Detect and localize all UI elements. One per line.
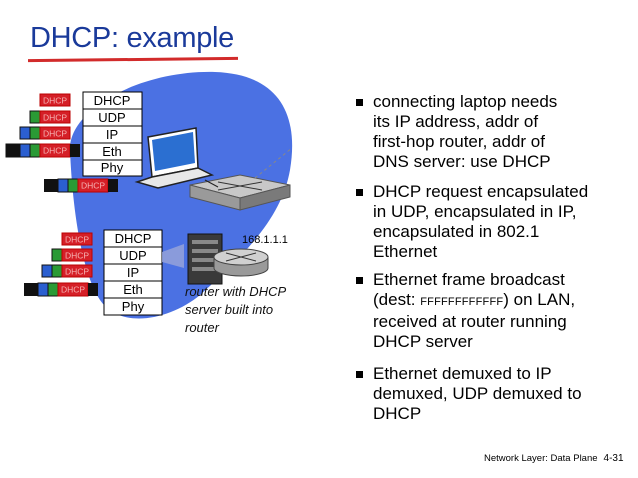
packet-udp-header [29, 126, 41, 140]
packet-ip-header [19, 143, 31, 158]
wire-packet-udp-header [67, 178, 79, 193]
laptop-link [204, 179, 219, 188]
packet-eth-header [24, 283, 38, 296]
packet-label: DHCP [43, 113, 67, 123]
stack-bottom-layer-ip: IP [127, 265, 139, 280]
packet-dhcp [39, 110, 71, 124]
bullet-marker [356, 371, 363, 378]
router-ip-label: 168.1.1.1 [242, 234, 288, 246]
top-packets: DHCP DHCP DHCP DHCP DHCP [5, 93, 118, 193]
bullet-1-line-1: connecting laptop needs [373, 92, 558, 111]
stack-top-layer-eth: Eth [102, 144, 122, 159]
stack-bottom-layer-dhcp: DHCP [115, 231, 152, 246]
page-number: 4-31 [603, 453, 624, 464]
bullet-3-line-4: DHCP server [373, 332, 473, 351]
packet-dhcp [61, 264, 93, 278]
slide-title: DHCP: example [30, 22, 234, 54]
packet-dhcp [61, 248, 93, 262]
packet-dhcp [39, 93, 71, 107]
bullet-4-line-3: DHCP [373, 404, 422, 423]
packet-udp-header [51, 248, 63, 262]
packet-label: DHCP [43, 146, 67, 156]
bullet-marker [356, 189, 363, 196]
packet-ip-header [37, 282, 49, 297]
packet-eth-trailer [88, 283, 98, 296]
packet-label: DHCP [65, 235, 89, 245]
router-switch-icon [189, 174, 291, 211]
router-icon [213, 248, 269, 277]
stack-top-layer-ip: IP [106, 127, 118, 142]
wire-packet-ip-header [57, 178, 69, 193]
bullet-1-line-2: its IP address, addr of [373, 112, 539, 131]
dashed-link [254, 147, 293, 179]
bullet-3-dest-prefix: (dest: [373, 290, 421, 309]
packet-dhcp [39, 126, 71, 140]
bullet-marker [356, 99, 363, 106]
router-caption-line-3: router [185, 320, 220, 335]
laptop-icon [134, 127, 215, 189]
packet-eth-trailer [70, 144, 80, 157]
stack-top-layer-udp: UDP [98, 110, 125, 125]
bullet-4-line-1: Ethernet demuxed to IP [373, 364, 552, 383]
packet-label: DHCP [43, 96, 67, 106]
packet-ip-header [41, 264, 53, 278]
stack-bottom-layer-phy: Phy [122, 299, 145, 314]
packet-eth-header [5, 143, 21, 158]
bullet-1-line-4: DNS server: use DHCP [373, 152, 551, 171]
router-caption: router with DHCP server built into route… [185, 284, 286, 335]
footer-label: Network Layer: Data Plane [484, 453, 598, 464]
packet-udp-header [29, 143, 41, 158]
bullet-2-line-2: in UDP, encapsulated in IP, [373, 202, 577, 221]
stack-top-layer-phy: Phy [101, 160, 124, 175]
bottom-packets: DHCP DHCP DHCP DHCP [24, 232, 98, 297]
packet-label: DHCP [81, 181, 105, 191]
bullet-4-line-2: demuxed, UDP demuxed to [373, 384, 582, 403]
bullet-2-line-4: Ethernet [373, 242, 438, 261]
packet-label: DHCP [61, 285, 85, 295]
packet-dhcp [61, 232, 93, 246]
bullet-3-line-3: received at router running [373, 312, 567, 331]
packet-ip-header [19, 126, 31, 140]
packet-udp-header [29, 110, 41, 124]
packet-udp-header [51, 264, 63, 278]
bullet-2-line-3: encapsulated in 802.1 [373, 222, 540, 241]
stack-bottom-layer-udp: UDP [119, 248, 146, 263]
slide-footer: Network Layer: Data Plane 4-31 [484, 453, 624, 464]
bullet-3-line-2: (dest: FFFFFFFFFFFF) on LAN, [373, 290, 628, 312]
router-caption-line-1: router with DHCP [185, 284, 286, 299]
bullet-1-line-3: first-hop router, addr of [373, 132, 545, 151]
protocol-stack-top: DHCP UDP IP Eth Phy [82, 91, 143, 177]
protocol-stack-bottom: DHCP UDP IP Eth Phy [103, 229, 163, 316]
stack-top-layer-dhcp: DHCP [94, 93, 131, 108]
bullet-3-line-1: Ethernet frame broadcast [373, 270, 565, 289]
stack-bottom-layer-eth: Eth [123, 282, 143, 297]
router-caption-line-2: server built into [185, 302, 273, 317]
packet-label: DHCP [65, 251, 89, 261]
bullet-marker [356, 277, 363, 284]
packet-label: DHCP [65, 267, 89, 277]
packet-udp-header [47, 282, 59, 297]
packet-label: DHCP [43, 129, 67, 139]
broadcast-mac-address: FFFFFFFFFFFF [420, 296, 504, 308]
bullet-3-dest-suffix: ) on LAN, [503, 290, 576, 309]
stack-to-router-arrow [162, 244, 184, 268]
wire-packet-eth-header [44, 179, 58, 192]
bullet-2-line-1: DHCP request encapsulated [373, 182, 589, 201]
wire-packet-eth-trailer [108, 179, 118, 192]
